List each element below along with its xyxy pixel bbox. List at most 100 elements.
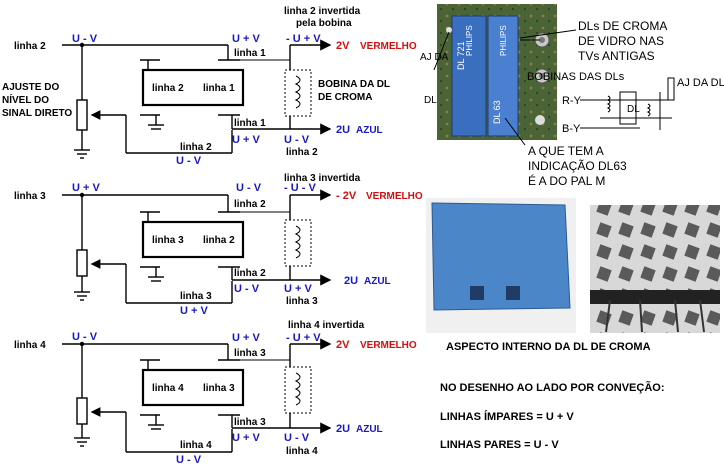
c3-input-line: linha 4 (14, 340, 46, 351)
circuit-1: linha 2 U - V AJUSTE DO NÍVEL DO SINAL D… (2, 6, 417, 167)
c1-bottom-line2: linha 2 (286, 147, 318, 158)
c1-bottom-uv: U + V (232, 134, 260, 146)
circuit-3: linha 4 U - V linha 4 linha 3 U + V - U … (14, 320, 417, 466)
dl-chip-right (487, 15, 519, 137)
c3-red-word: VERMELHO (360, 340, 417, 351)
dl63-note-3: É A DO PAL M (528, 173, 605, 188)
c1-adjust-2: NÍVEL DO (2, 93, 49, 106)
c1-adjust-1: AJUSTE DO (2, 82, 59, 93)
c3-bottom-uv2: U - V (284, 432, 310, 444)
chip-right-label: DL 63 (492, 100, 502, 124)
note-2: LINHAS ÍMPARES = U + V (440, 410, 574, 423)
c1-dl-out: linha 1 (203, 83, 235, 94)
c2-dl-out: linha 2 (203, 235, 235, 246)
photo-top: PHILIPS DL 721 PHILIPS DL 63 DLs DE CROM… (420, 4, 724, 188)
c2-feedback-line: linha 3 (180, 291, 212, 302)
c2-top-uv2: - U - V (284, 182, 316, 194)
c3-dl-out: linha 3 (203, 383, 235, 394)
dl-blue-package (431, 202, 571, 311)
c3-bottom-line2: linha 4 (286, 446, 318, 457)
c2-top-line: linha 2 (234, 199, 266, 210)
c2-dl-in: linha 3 (152, 235, 184, 246)
dl-glass-3: TVs ANTIGAS (578, 49, 655, 63)
c3-bottom-line: linha 3 (234, 417, 266, 428)
c2-input-signal: U + V (72, 182, 100, 194)
c1-inv-1: linha 2 invertida (284, 6, 361, 17)
c2-red-word: VERMELHO (366, 191, 423, 202)
c2-coil-icon (294, 225, 301, 259)
c3-top-uv: U + V (232, 332, 260, 344)
dl-chip-left (451, 15, 487, 137)
c2-blue-word: AZUL (364, 276, 391, 287)
mini-schematic: R-Y B-Y DL AJ DA DL (562, 77, 724, 135)
c1-feedback-line: linha 2 (180, 142, 212, 153)
c1-delay-line (141, 68, 245, 107)
note-3: LINHAS PARES = U - V (440, 439, 559, 451)
dl63-note-2: INDICAÇÃO DL63 (528, 159, 627, 173)
c2-blue-out: 2U (344, 275, 358, 287)
c3-feedback-line: linha 4 (180, 440, 212, 451)
c2-bottom-line: linha 2 (234, 268, 266, 279)
dl63-note-1: A QUE TEM A (528, 144, 604, 158)
notes: NO DESENHO AO LADO POR CONVEÇÃO: LINHAS … (440, 381, 665, 451)
c3-input-signal: U - V (72, 331, 98, 343)
c2-bottom-uv: U - V (234, 283, 260, 295)
chip-left-label: DL 721 (456, 41, 466, 70)
aj-left-1: AJ DA (420, 52, 449, 63)
c2-inv: linha 3 invertida (284, 173, 361, 184)
c1-bottom-uv2: U - V (284, 134, 310, 146)
c1-top-uv2: - U + V (286, 33, 321, 45)
bobinas-label: BOBINAS DAS DLs (527, 71, 625, 83)
c3-feedback-uv: U - V (176, 454, 202, 466)
c3-blue-out: 2U (336, 423, 350, 435)
c2-potentiometer (76, 249, 88, 277)
c1-feedback-uv: U - V (176, 155, 202, 167)
ry-label: R-Y (562, 95, 582, 107)
c1-top-line: linha 1 (234, 48, 266, 59)
photo-bottom-caption: ASPECTO INTERNO DA DL DE CROMA (446, 341, 651, 353)
c3-dl-in: linha 4 (152, 383, 184, 394)
c2-feedback-uv: U + V (180, 305, 208, 317)
photo-bottom: ASPECTO INTERNO DA DL DE CROMA (426, 198, 720, 353)
note-1: NO DESENHO AO LADO POR CONVEÇÃO: (440, 381, 665, 394)
c3-top-line: linha 3 (234, 348, 266, 359)
c3-bottom-uv: U + V (232, 432, 260, 444)
c1-red-word: VERMELHO (360, 41, 417, 52)
dl-glass-2: DE VIDRO NAS (578, 34, 664, 48)
c3-inv: linha 4 invertida (288, 320, 365, 331)
c1-input-line: linha 2 (14, 41, 46, 52)
c2-red-out: - 2V (336, 190, 357, 202)
c1-potentiometer (76, 99, 88, 131)
c1-blue-word: AZUL (356, 125, 383, 136)
c2-input-line: linha 3 (14, 191, 46, 202)
c1-coil-1: BOBINA DA DL (318, 79, 390, 90)
c3-blue-word: AZUL (356, 424, 383, 435)
c3-potentiometer (76, 397, 88, 425)
c1-blue-out: 2U (336, 124, 350, 136)
c2-delay-line (141, 220, 245, 259)
aj-right: AJ DA DL (677, 77, 724, 89)
c2-bottom-line2: linha 3 (286, 296, 318, 307)
c1-adjust-3: SINAL DIRETO (2, 108, 72, 119)
dl-internal-photo (590, 205, 720, 333)
c1-bottom-line: linha 1 (234, 118, 266, 129)
aj-left-2: DL (424, 95, 437, 106)
c1-input-signal: U - V (72, 33, 98, 45)
c1-coil-2: DE CROMA (318, 92, 372, 103)
circuit-2: linha 3 U + V linha 3 linha 2 U - V - U … (14, 173, 423, 317)
by-label: B-Y (562, 123, 581, 135)
c3-delay-line (141, 368, 245, 407)
chip-right-brand: PHILIPS (499, 25, 508, 56)
c3-top-uv2: - U + V (286, 332, 321, 344)
dl-mark: DL (627, 104, 640, 115)
c1-dl-in: linha 2 (152, 83, 184, 94)
c2-top-uv: U - V (236, 182, 262, 194)
c2-bottom-uv2: U + V (284, 283, 312, 295)
dl-glass-1: DLs DE CROMA (578, 19, 667, 33)
c1-coil-icon (294, 75, 301, 109)
c3-coil-icon (294, 372, 301, 406)
c3-red-out: 2V (336, 339, 350, 351)
c1-top-uv: U + V (232, 33, 260, 45)
c1-inv-2: pela bobina (296, 18, 352, 29)
